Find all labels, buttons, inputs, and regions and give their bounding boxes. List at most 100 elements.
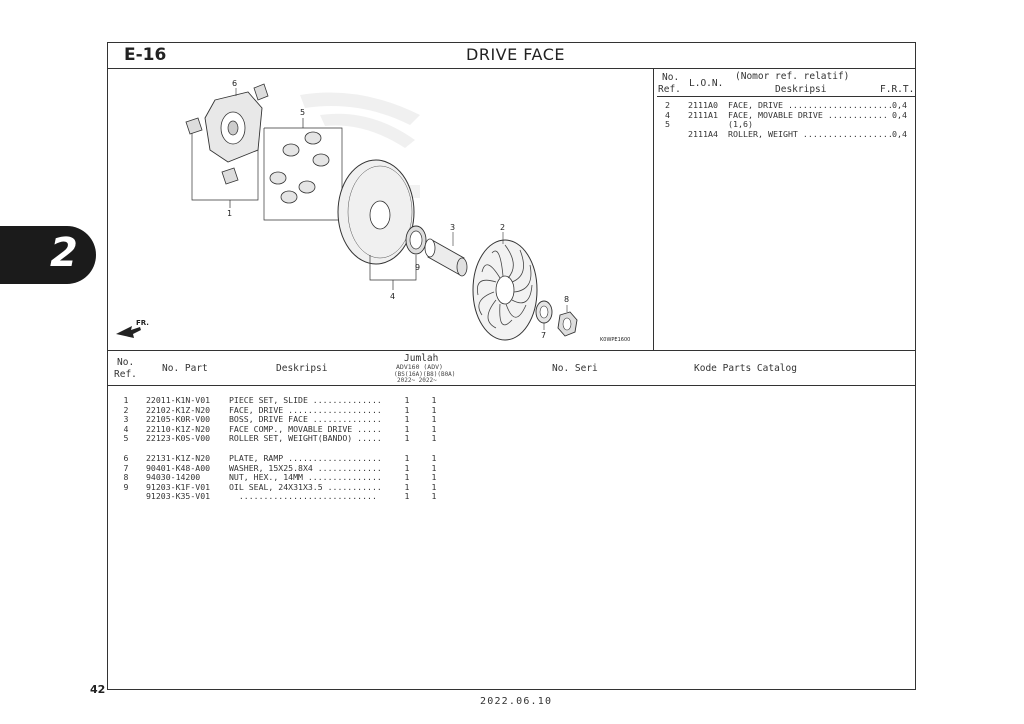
row-desc: NUT, HEX., 14MM ............... <box>229 472 382 482</box>
row-part-no: 22131-K1Z-N20 <box>146 453 211 463</box>
row-desc: BOSS, DRIVE FACE .............. <box>229 414 382 424</box>
callout-8: 8 <box>564 295 569 304</box>
footer-date: 2022.06.10 <box>480 696 553 707</box>
ref-col-no: No. <box>662 72 680 83</box>
diagram-divider <box>653 68 654 350</box>
row-desc: PIECE SET, SLIDE .............. <box>229 395 382 405</box>
callout-6: 6 <box>232 79 237 88</box>
col-model: ADV160 (ADV) <box>396 363 443 371</box>
row-ref: 5 <box>123 433 129 443</box>
row-part-no: 22110-K1Z-N20 <box>146 423 211 434</box>
row-qty-2: 1 <box>431 414 437 424</box>
row-qty-2: 1 <box>431 481 437 492</box>
callout-7: 7 <box>541 331 546 340</box>
col-part: No. Part <box>162 363 208 374</box>
callout-3: 3 <box>450 223 455 232</box>
ref-row-ref: 5 <box>665 119 670 129</box>
row-qty-2: 1 <box>431 423 437 434</box>
row-qty-1: 1 <box>404 395 410 405</box>
row-desc: ROLLER SET, WEIGHT(BANDO) ..... <box>229 433 382 443</box>
row-qty-2: 1 <box>431 472 437 482</box>
ref-col-desc: Deskripsi <box>775 84 827 95</box>
ref-row-lon: 2111A1 <box>688 110 718 120</box>
col-variant: (BS(16A)(B8)(B0A) <box>394 371 456 378</box>
col-desc: Deskripsi <box>276 363 328 374</box>
row-desc: FACE, DRIVE ................... <box>229 404 382 415</box>
row-qty-2: 1 <box>431 395 437 405</box>
section-tab-number: 2 <box>50 230 78 276</box>
row-part-no: 91203-K35-V01 <box>146 491 211 501</box>
callout-1: 1 <box>227 209 232 218</box>
row-qty-1: 1 <box>404 491 410 501</box>
movable-drive-face-part <box>337 159 415 265</box>
ref-row-desc: (1,6) <box>728 119 753 129</box>
row-part-no: 22102-K1Z-N20 <box>146 404 211 415</box>
ref-col-ref: Ref. <box>658 84 681 95</box>
callout-9: 9 <box>415 263 420 272</box>
row-part-no: 22123-K0S-V00 <box>146 433 211 443</box>
exploded-parts-diagram: 1 5 6 4 9 3 <box>116 79 630 343</box>
ref-row-frt: 0,4 <box>892 129 907 139</box>
row-qty-1: 1 <box>404 404 410 415</box>
callout-5: 5 <box>300 108 305 117</box>
row-ref: 3 <box>123 414 129 424</box>
page-title: DRIVE FACE <box>466 45 565 64</box>
row-qty-1: 1 <box>404 472 410 482</box>
front-arrow-icon <box>116 326 141 338</box>
ref-row-frt: 0,4 <box>892 110 907 120</box>
row-qty-2: 1 <box>431 462 437 473</box>
row-qty-1: 1 <box>404 453 410 463</box>
ref-col-relatif: (Nomor ref. relatif) <box>735 71 850 82</box>
row-ref: 4 <box>123 423 129 434</box>
page-frame <box>107 42 916 690</box>
drive-face-part <box>472 239 538 341</box>
roller-weights-part <box>269 131 330 204</box>
row-qty-1: 1 <box>404 433 410 443</box>
row-qty-2: 1 <box>431 404 437 415</box>
callout-4: 4 <box>390 292 395 301</box>
ramp-plate-part <box>204 91 263 163</box>
ref-col-lon: L.O.N. <box>689 78 724 89</box>
row-part-no: 22011-K1N-V01 <box>146 395 211 405</box>
page-number: 42 <box>90 683 106 696</box>
row-qty-1: 1 <box>404 414 410 424</box>
ref-row-ref: 4 <box>665 110 670 120</box>
row-ref: 6 <box>123 453 129 463</box>
col-ref: Ref. <box>114 369 137 380</box>
row-desc: ............................ <box>229 491 377 501</box>
row-qty-2: 1 <box>431 453 437 463</box>
row-part-no: 22105-K0R-V00 <box>146 414 211 424</box>
col-kode: Kode Parts Catalog <box>694 363 797 374</box>
front-arrow-label: FR. <box>136 319 149 327</box>
row-ref: 7 <box>123 462 129 473</box>
drive-face-boss-part <box>424 238 468 277</box>
ref-row-frt: 0,4 <box>892 100 907 110</box>
row-qty-2: 1 <box>431 491 437 501</box>
row-qty-2: 1 <box>431 433 437 443</box>
table-top-divider <box>107 350 916 351</box>
ref-row-lon: 2111A4 <box>688 129 718 139</box>
section-code: E-16 <box>124 45 167 65</box>
ref-row-desc: FACE, MOVABLE DRIVE ............ <box>728 110 888 120</box>
row-part-no: 94030-14200 <box>146 472 201 482</box>
row-qty-1: 1 <box>404 423 410 434</box>
row-qty-1: 1 <box>404 481 410 492</box>
row-ref: 2 <box>123 404 129 415</box>
callout-2: 2 <box>500 223 505 232</box>
table-header-divider <box>107 385 916 386</box>
section-tab[interactable] <box>0 226 96 284</box>
header-divider <box>107 68 916 69</box>
ref-header-rule <box>657 96 915 97</box>
row-desc: OIL SEAL, 24X31X3.5 ........... <box>229 481 382 492</box>
row-part-no: 90401-K48-A00 <box>146 462 211 473</box>
ref-col-frt: F.R.T. <box>880 84 915 95</box>
ref-row-desc: FACE, DRIVE ..................... <box>728 100 893 110</box>
ref-row-desc: ROLLER, WEIGHT .................. <box>728 129 893 139</box>
row-desc: FACE COMP., MOVABLE DRIVE ..... <box>229 423 382 434</box>
diagram-code: K0WPE1600 <box>600 337 630 343</box>
row-ref: 8 <box>123 472 129 482</box>
col-seri: No. Seri <box>552 363 598 374</box>
row-desc: WASHER, 15X25.8X4 ............. <box>229 462 382 473</box>
col-no: No. <box>117 357 135 368</box>
ref-row-lon: 2111A0 <box>688 100 718 110</box>
